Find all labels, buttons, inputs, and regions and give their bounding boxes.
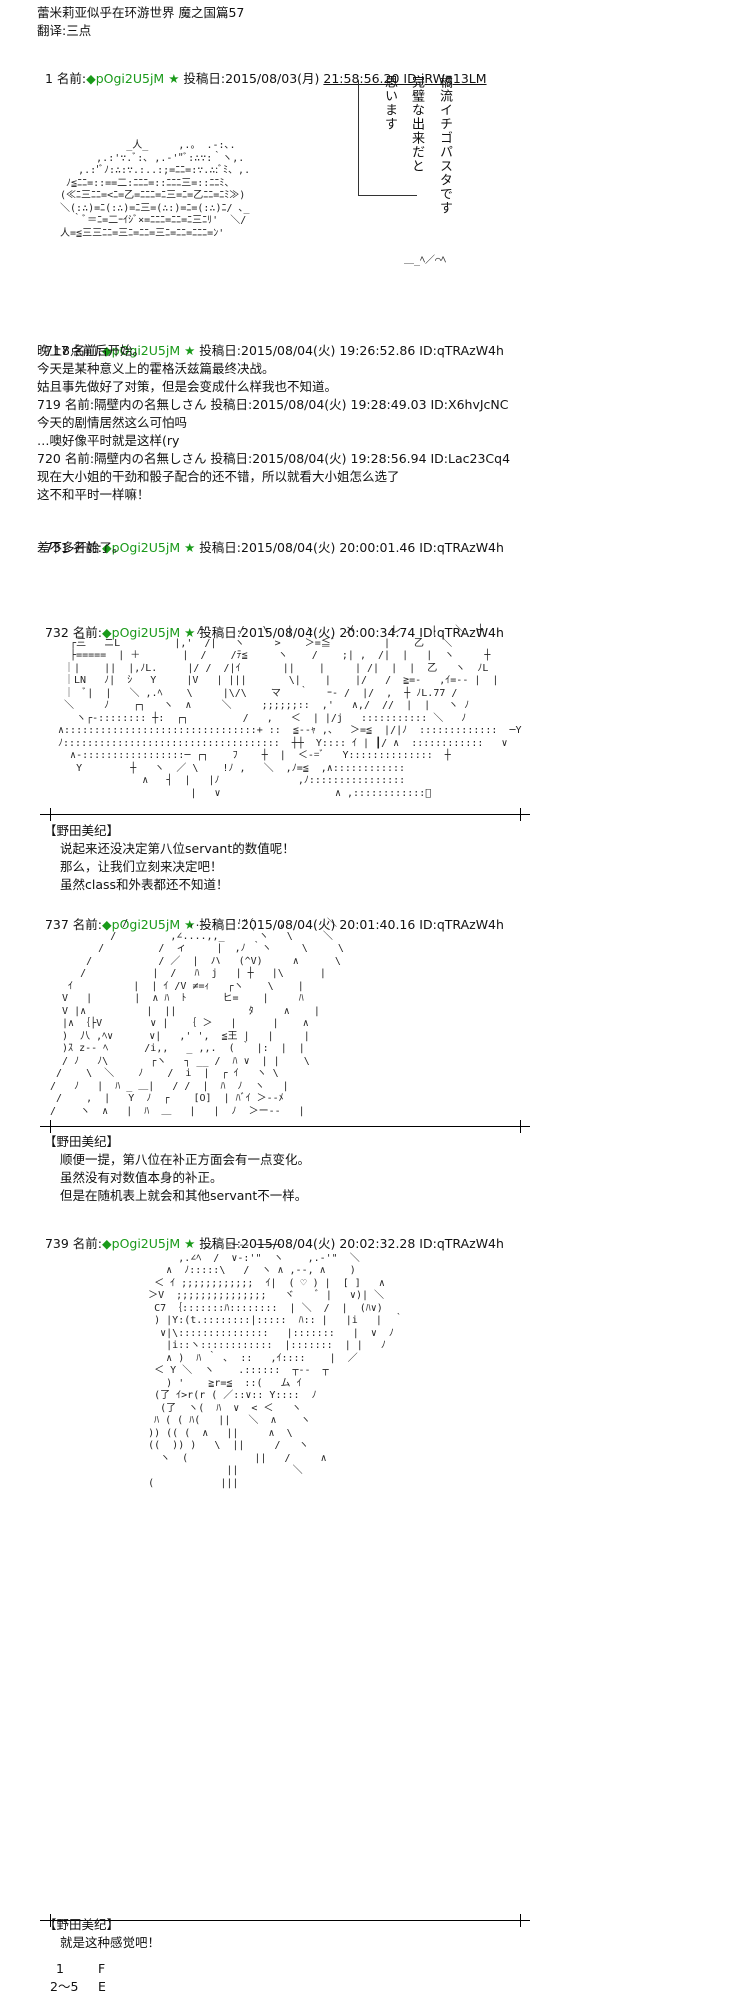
divider-cross: [50, 1914, 51, 1927]
dialog-line: 说起来还没决定第八位servant的数值呢！: [60, 841, 295, 856]
vertical-text-1: 橘流イチゴパスタです: [437, 75, 452, 215]
divider-line: [40, 1920, 530, 1921]
table-cell: 2～5: [50, 1979, 79, 1994]
divider-cross: [520, 808, 521, 821]
post-date: 2015/08/04(火): [241, 917, 336, 932]
post-date-label: 投稿日:: [199, 343, 242, 358]
post-line: 差不多开始了。: [37, 540, 125, 555]
post-date: 2015/08/04(火): [241, 625, 336, 640]
divider-line: [40, 814, 530, 815]
post-line: 晚上8点前后开始。: [37, 343, 145, 358]
post-name-label: 名前:: [72, 1236, 103, 1251]
post-name-label: 名前:: [72, 917, 103, 932]
post-number: 1: [44, 71, 53, 86]
dialog-line: 那么，让我们立刻来决定吧！: [60, 859, 223, 874]
post-name-label: 名前:: [72, 540, 103, 555]
speaker-label: 【野田美纪】: [44, 1134, 120, 1149]
post-name-label: 名前:: [72, 343, 103, 358]
post-header: 737 名前:◆pOgi2U5jM ★ 投稿日:2015/08/04(火) 20…: [37, 898, 504, 934]
post-line: 今天是某种意义上的霍格沃兹篇最终决战。: [37, 361, 275, 376]
post-time-id: 21:58:56.20 ID:jRWg13LM: [323, 71, 487, 86]
translator-credit: 翻译:三点: [37, 23, 92, 38]
vertical-text-3: 思います: [382, 75, 397, 131]
post-header: 739 名前:◆pOgi2U5jM ★ 投稿日:2015/08/04(火) 20…: [37, 1217, 504, 1253]
post-date: 2015/08/04(火): [241, 1236, 336, 1251]
post-trip: ◆pOgi2U5jM ★: [86, 71, 180, 86]
post-line: 这不和平时一样嘛！: [37, 487, 150, 502]
post-trip: ◆pOgi2U5jM ★: [102, 1236, 196, 1251]
post-line: 姑且事先做好了对策，但是会变成什么样我也不知道。: [37, 379, 338, 394]
speech-bubble: [358, 80, 417, 196]
vertical-text-2: 完璧な出来だと: [409, 75, 424, 173]
post-number: 731: [44, 540, 69, 555]
post-number: 737: [44, 917, 69, 932]
post-date-label: 投稿日:: [199, 625, 242, 640]
post-header: 731 名前:◆pOgi2U5jM ★ 投稿日:2015/08/04(火) 20…: [37, 521, 504, 557]
post-trip: ◆pOgi2U5jM ★: [102, 625, 196, 640]
post-date: 2015/08/04(火): [241, 343, 336, 358]
post-header: 1 名前:◆pOgi2U5jM ★ 投稿日:2015/08/03(月) 21:5…: [37, 52, 487, 88]
post-number: 732: [44, 625, 69, 640]
post-name-label: 名前:: [72, 625, 103, 640]
post-name-label: 名前:: [56, 71, 87, 86]
post-trip: ◆pOgi2U5jM ★: [102, 917, 196, 932]
dialog-line: 顺便一提，第八位在补正方面会有一点变化。: [60, 1152, 311, 1167]
post-date-label: 投稿日:: [183, 71, 226, 86]
post-line: 今天的剧情居然这么可怕吗: [37, 415, 188, 430]
table-cell: F: [98, 1961, 106, 1976]
divider-cross: [50, 808, 51, 821]
post-time-id: 20:00:34.74 ID:qTRAzW4h: [339, 625, 504, 640]
dialog-line: 但是在随机表上就会和其他servant不一样。: [60, 1188, 308, 1203]
page-title: 蕾米莉亚似乎在环游世界 魔之国篇57: [37, 5, 245, 20]
post-date-label: 投稿日:: [199, 540, 242, 555]
post-time-id: 20:02:32.28 ID:qTRAzW4h: [339, 1236, 504, 1251]
dialog-line: 就是这种感觉吧！: [60, 1935, 161, 1950]
post-time-id: 19:26:52.86 ID:qTRAzW4h: [339, 343, 504, 358]
speaker-label: 【野田美纪】: [44, 823, 120, 838]
divider-cross: [520, 1120, 521, 1133]
divider-line: [40, 1126, 530, 1127]
post-line: …噢好像平时就是这样(ry: [37, 433, 180, 448]
table-cell: 1: [56, 1961, 64, 1976]
table-cell: E: [98, 1979, 106, 1994]
divider-cross: [520, 1914, 521, 1927]
post-header: 717 名前:◆pOgi2U5jM ★ 投稿日:2015/08/04(火) 19…: [37, 324, 504, 360]
post-trip: ◆pOgi2U5jM ★: [102, 343, 196, 358]
pasta-ascii-art: _人_ ,.。 .-:､. ,.:'∵.ﾞ:､ ,.-'"ﾞ:∴∵:｀ヽ,. ,…: [60, 140, 251, 239]
character-ascii-art: / ,.. -‐ ''"´ , ＼ / ,∠....,,_ ｀ヽ \ ＼ / /…: [50, 918, 344, 1117]
post-header: 732 名前:◆pOgi2U5jM ★ 投稿日:2015/08/04(火) 20…: [37, 606, 504, 642]
post-date-label: 投稿日:: [199, 1236, 242, 1251]
post-date: 2015/08/03(月): [225, 71, 320, 86]
post-date-label: 投稿日:: [199, 917, 242, 932]
post-number: 739: [44, 1236, 69, 1251]
character-ascii-art: ,.. -─-‐ ──── ,.∠ﾍ / ∨-:'" ヽ ,.-'" ＼ ∧ ﾉ…: [148, 1240, 404, 1489]
reply-header: 719 名前:隔壁内の名無しさん 投稿日:2015/08/04(火) 19:28…: [37, 397, 509, 412]
table-row: 2～5: [50, 1978, 78, 1996]
table-row: 1: [56, 1960, 64, 1978]
post-line: 现在大小姐的干劲和骰子配合的还不错，所以就看大小姐怎么选了: [37, 469, 400, 484]
post-trip: ◆pOgi2U5jM ★: [102, 540, 196, 555]
post-date: 2015/08/04(火): [241, 540, 336, 555]
divider-cross: [50, 1120, 51, 1133]
bubble-tail: ＿_ﾍ／⌒ﾍ: [404, 255, 447, 266]
dialog-line: 虽然没有对数值本身的补正。: [60, 1170, 223, 1185]
character-ascii-art: / / \ | ヽ メ レ | ＼ ┼ ┌三 ニL |,' /| ヽ > ＞=≦…: [58, 625, 522, 799]
post-number: 717: [44, 343, 69, 358]
post-time-id: 20:00:01.46 ID:qTRAzW4h: [339, 540, 504, 555]
speaker-label: 【野田美纪】: [44, 1917, 120, 1932]
reply-header: 720 名前:隔壁内の名無しさん 投稿日:2015/08/04(火) 19:28…: [37, 451, 511, 466]
dialog-line: 虽然class和外表都还不知道！: [60, 877, 229, 892]
post-time-id: 20:01:40.16 ID:qTRAzW4h: [339, 917, 504, 932]
